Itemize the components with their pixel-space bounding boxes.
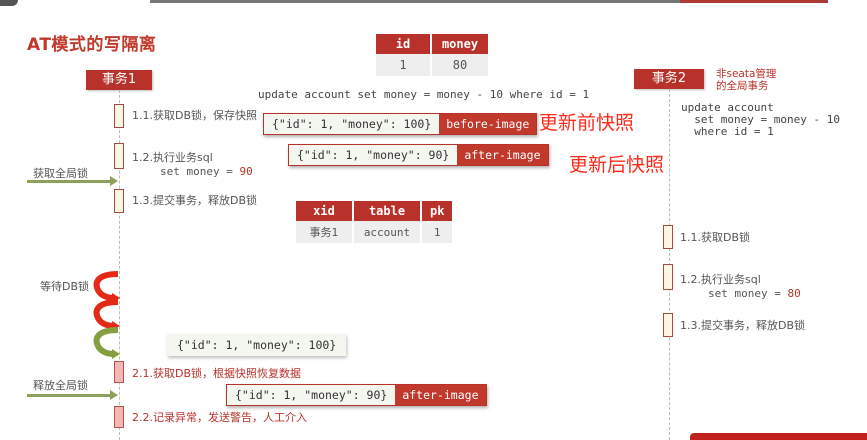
tx1-activation-1 — [114, 104, 124, 128]
tx1-step-2-sql: set money = 90 — [160, 165, 253, 179]
sql-text: set money = — [160, 165, 240, 178]
col-money: money — [432, 34, 488, 54]
sql-value: 90 — [239, 165, 253, 178]
after-image-json-2: {"id": 1, "money": 90} — [227, 385, 396, 405]
tx2-step-3: 1.3.提交事务，释放DB锁 — [680, 319, 806, 332]
top-bar-red — [680, 0, 828, 3]
tx2-note-line2: 的全局事务 — [716, 80, 769, 92]
cell-table: account — [354, 221, 420, 243]
sql-text: set money = — [708, 287, 788, 300]
tx2-sql-line3: where id = 1 — [681, 125, 774, 138]
after-image-tag-2: after-image — [395, 385, 486, 405]
cell-xid: 事务1 — [296, 221, 352, 243]
bottom-banner — [690, 433, 867, 440]
sql-value: 80 — [787, 287, 801, 300]
tx2-activation-1 — [663, 225, 673, 249]
tx2-sql-line2: set money = money - 10 — [681, 113, 840, 126]
before-image-snapshot: {"id": 1, "money": 100} before-image — [263, 113, 538, 135]
tx1-step-1: 1.1.获取DB锁，保存快照 — [132, 109, 258, 122]
tx1-step-alert: 2.2.记录异常，发送警告，人工介入 — [132, 411, 307, 424]
release-global-lock-arrow — [27, 394, 111, 397]
tx2-sql-line1: update account — [681, 101, 774, 114]
wait-db-lock-label: 等待DB锁 — [40, 280, 90, 293]
before-image-tag: before-image — [439, 114, 537, 134]
top-bar-grey — [150, 0, 680, 3]
arrow-head-icon — [110, 176, 118, 186]
tx1-header: 事务1 — [86, 70, 152, 90]
tx1-lifeline — [119, 90, 120, 440]
tx1-activation-4 — [114, 361, 124, 383]
arrow-head-icon — [110, 390, 118, 400]
account-table: id money 1 80 — [374, 34, 490, 76]
after-image-tag: after-image — [457, 145, 548, 165]
acquire-global-lock-label: 获取全局锁 — [33, 167, 88, 180]
after-image-snapshot: {"id": 1, "money": 90} after-image — [288, 144, 549, 166]
col-table: table — [354, 201, 420, 221]
global-lock-table: xid table pk 事务1 account 1 — [294, 201, 454, 243]
top-left-decoration — [0, 0, 18, 6]
cell-id: 1 — [376, 54, 430, 76]
after-image-snapshot-2: {"id": 1, "money": 90} after-image — [226, 384, 487, 406]
tx1-step-2: 1.2.执行业务sql — [132, 151, 213, 164]
tx2-step-2: 1.2.执行业务sql — [680, 273, 761, 286]
before-image-json: {"id": 1, "money": 100} — [264, 114, 440, 134]
cell-money: 80 — [432, 54, 488, 76]
tx2-note-line1: 非seata管理 — [716, 68, 777, 80]
tx1-activation-2 — [114, 143, 124, 169]
col-id: id — [376, 34, 430, 54]
tx2-activation-3 — [663, 313, 673, 337]
table-row: 1 80 — [376, 54, 488, 76]
cell-pk: 1 — [422, 221, 453, 243]
release-global-lock-label: 释放全局锁 — [33, 379, 88, 392]
tx2-activation-2 — [663, 264, 673, 290]
update-sql: update account set money = money - 10 wh… — [258, 88, 590, 101]
tx2-step-1: 1.1.获取DB锁 — [680, 231, 751, 244]
table-row: 事务1 account 1 — [296, 221, 453, 243]
col-xid: xid — [296, 201, 352, 221]
page-title: AT模式的写隔离 — [27, 35, 157, 55]
annotation-after-snapshot: 更新后快照 — [569, 154, 665, 176]
restore-snapshot-json: {"id": 1, "money": 100} — [167, 334, 347, 356]
after-image-json: {"id": 1, "money": 90} — [289, 145, 458, 165]
tx1-activation-5 — [114, 406, 124, 428]
tx1-step-rollback: 2.1.获取DB锁，根据快照恢复数据 — [132, 367, 302, 380]
tx1-activation-3 — [114, 189, 124, 213]
col-pk: pk — [422, 201, 453, 221]
annotation-before-snapshot: 更新前快照 — [539, 112, 635, 134]
tx2-step-2-sql: set money = 80 — [708, 287, 801, 301]
tx1-step-3: 1.3.提交事务，释放DB锁 — [132, 194, 258, 207]
tx2-header: 事务2 — [634, 69, 704, 89]
acquire-global-lock-arrow — [27, 180, 111, 183]
wait-loop-icon — [93, 271, 120, 359]
